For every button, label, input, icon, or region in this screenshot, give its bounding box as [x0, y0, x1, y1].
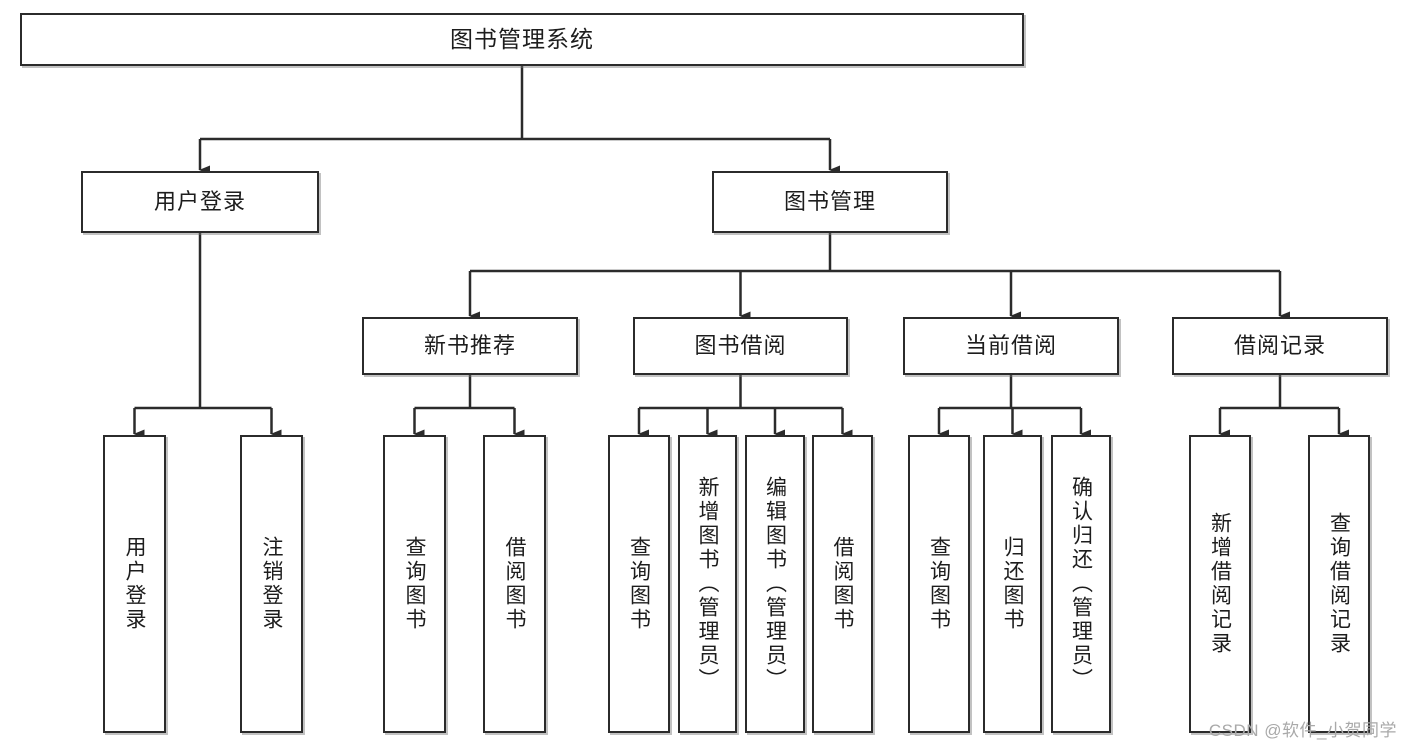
node-leaf-query-b[interactable]: 查询图书: [608, 435, 670, 733]
node-label: 新增图书（管理员）: [696, 476, 719, 692]
node-leaf-edit-book[interactable]: 编辑图书（管理员）: [745, 435, 805, 733]
node-root[interactable]: 图书管理系统: [20, 13, 1024, 66]
node-label: 注销登录: [260, 536, 283, 632]
node-leaf-login[interactable]: 用户登录: [103, 435, 166, 733]
node-leaf-logout[interactable]: 注销登录: [240, 435, 303, 733]
node-leaf-borrow-b[interactable]: 借阅图书: [812, 435, 873, 733]
node-label: 查询借阅记录: [1327, 512, 1351, 656]
node-label: 图书借阅: [694, 333, 787, 359]
node-label: 归还图书: [1001, 536, 1024, 632]
node-label: 新增借阅记录: [1208, 512, 1232, 656]
node-leaf-query-rec[interactable]: 查询借阅记录: [1308, 435, 1370, 733]
node-leaf-return[interactable]: 归还图书: [983, 435, 1042, 733]
node-label: 确认归还（管理员）: [1069, 476, 1093, 692]
node-bookmgmt[interactable]: 图书管理: [712, 171, 948, 233]
node-label: 借阅图书: [503, 536, 526, 632]
node-label: 查询图书: [627, 536, 651, 632]
node-label: 编辑图书（管理员）: [763, 476, 787, 692]
node-leaf-add-book[interactable]: 新增图书（管理员）: [678, 435, 737, 733]
node-label: 新书推荐: [423, 333, 516, 359]
node-current[interactable]: 当前借阅: [903, 317, 1119, 375]
node-newbooks[interactable]: 新书推荐: [362, 317, 578, 375]
node-label: 图书管理: [783, 189, 876, 215]
node-label: 用户登录: [123, 536, 146, 632]
node-label: 借阅记录: [1233, 333, 1326, 359]
node-leaf-add-rec[interactable]: 新增借阅记录: [1189, 435, 1251, 733]
node-label: 查询图书: [927, 536, 951, 632]
node-label: 用户登录: [153, 189, 246, 215]
node-records[interactable]: 借阅记录: [1172, 317, 1388, 375]
node-leaf-confirm[interactable]: 确认归还（管理员）: [1051, 435, 1111, 733]
edge-group: [133, 66, 1349, 439]
node-leaf-borrow-new[interactable]: 借阅图书: [483, 435, 546, 733]
node-label: 图书管理系统: [450, 25, 594, 52]
node-borrow[interactable]: 图书借阅: [633, 317, 848, 375]
node-leaf-query-c[interactable]: 查询图书: [908, 435, 970, 733]
node-label: 借阅图书: [831, 536, 854, 632]
node-leaf-query-new[interactable]: 查询图书: [383, 435, 446, 733]
node-label: 查询图书: [403, 536, 426, 632]
node-login[interactable]: 用户登录: [81, 171, 319, 233]
node-label: 当前借阅: [964, 333, 1057, 359]
